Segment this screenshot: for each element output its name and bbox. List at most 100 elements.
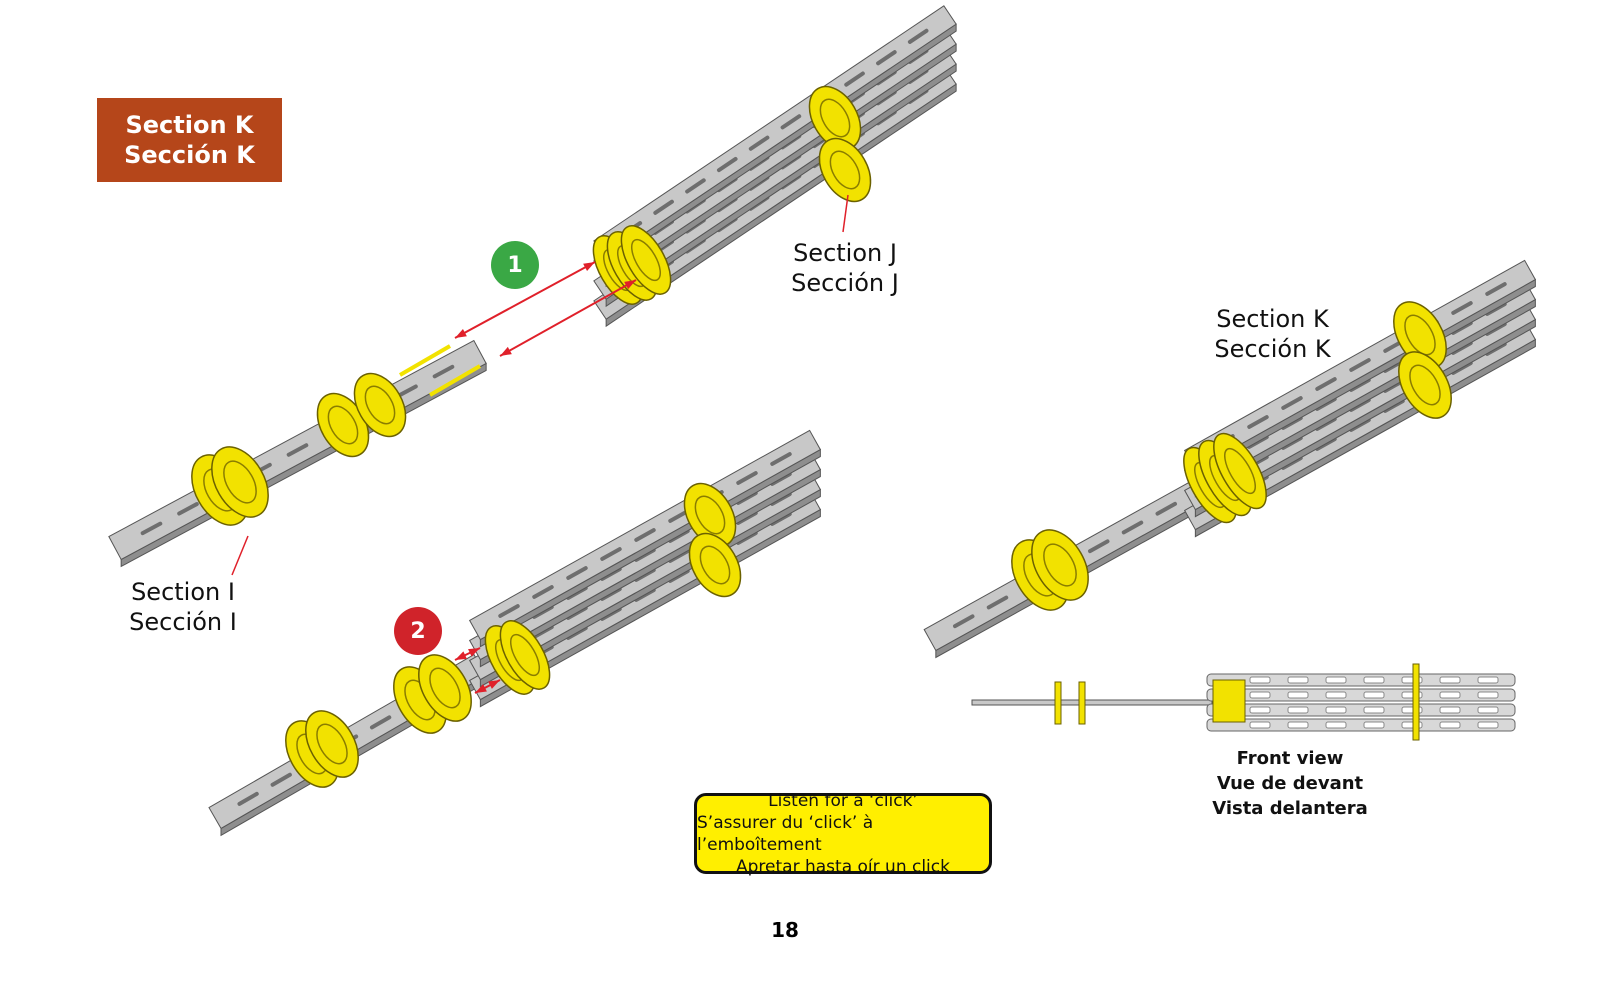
step-2-badge: 2 [394, 607, 442, 655]
front-view-slot [1249, 706, 1271, 714]
front-view-slot [1325, 706, 1347, 714]
front-view-caption: Front view Vue de devant Vista delantera [1190, 746, 1390, 821]
front-view-slot [1477, 721, 1499, 729]
bar-slot [986, 595, 1009, 610]
bar-slot [780, 114, 802, 130]
front-view-slot [1439, 706, 1461, 714]
ring-inner [699, 545, 731, 585]
bar-slot [1247, 415, 1269, 429]
arrowhead [455, 651, 467, 660]
yellow-ring [499, 620, 551, 690]
label-line: Section I [131, 578, 235, 606]
bar-slot [1281, 396, 1303, 410]
front-view-slot [1287, 706, 1309, 714]
front-view-slot [1249, 691, 1271, 699]
caption-line: Front view [1236, 748, 1344, 769]
leader-line [842, 194, 849, 233]
front-view-bar [1206, 673, 1516, 687]
bar-slot [634, 528, 656, 542]
front-view-rod [971, 699, 1213, 706]
yellow-ring [620, 225, 672, 295]
front-view-slot [1287, 691, 1309, 699]
note-line-1: Listen for a ‘click’ [768, 790, 918, 811]
bar-slot [736, 471, 758, 485]
ring-inner [1224, 447, 1256, 495]
yellow-highlight [428, 364, 482, 397]
front-view-slot [1363, 706, 1385, 714]
bar-slot [237, 791, 259, 806]
front-view-slot [1363, 691, 1385, 699]
bar-slot [566, 566, 588, 580]
arrowhead [468, 648, 480, 657]
leader-line [231, 535, 249, 576]
bar-slot [1485, 282, 1507, 296]
front-view-bar [1206, 688, 1516, 702]
section-header: Section K Sección K [97, 98, 282, 182]
bar-slot [1349, 358, 1371, 372]
front-view-slot [1287, 676, 1309, 684]
front-view-slot [1477, 706, 1499, 714]
front-view-slot [1439, 691, 1461, 699]
label-line: Sección J [791, 269, 899, 297]
header-line-1: Section K [125, 111, 254, 139]
bar-slot [369, 715, 392, 730]
arrowhead [475, 684, 487, 693]
bar-slot [270, 772, 292, 787]
header-line-2: Sección K [124, 141, 255, 169]
bar-slot [953, 614, 975, 629]
front-view-bar [1206, 703, 1516, 717]
bar-slot [716, 156, 738, 173]
red-arrow [454, 261, 596, 339]
ring-inner [1409, 364, 1441, 406]
bar-slot [653, 199, 674, 215]
label-line: Section K [1216, 305, 1329, 333]
bar-slot [1088, 539, 1110, 554]
note-line-2: S’assurer du ‘click’ à l’emboîtement [697, 812, 874, 855]
label-line: Section J [793, 239, 897, 267]
front-view-slot [1363, 676, 1385, 684]
section-k-label: Section K Sección K [1205, 304, 1340, 364]
bar-slot [140, 521, 163, 536]
bar-slot [396, 384, 418, 398]
caption-line: Vista delantera [1212, 798, 1368, 819]
bar-slot [177, 502, 199, 516]
arrowhead [488, 680, 500, 689]
bar-slot [748, 135, 770, 151]
label-line: Sección K [1214, 335, 1331, 363]
arrowhead [455, 329, 467, 338]
bar-slot [770, 452, 792, 466]
front-view-ring [1054, 681, 1062, 725]
front-view-slot [1477, 691, 1499, 699]
yellow-highlight [398, 344, 452, 377]
arrowhead [583, 262, 595, 271]
bar-slot [1121, 520, 1144, 535]
ring-inner [223, 460, 257, 504]
front-view-slot [1249, 676, 1271, 684]
front-view-bar [1206, 718, 1516, 732]
section-i-label: Section I Sección I [118, 577, 248, 637]
front-view-slot [1363, 721, 1385, 729]
ring-inner [429, 667, 461, 709]
click-note: Listen for a ‘click’ S’assurer du ‘click… [694, 790, 992, 877]
ring-inner [509, 633, 541, 677]
step-2-bar-side [479, 448, 821, 648]
ring-inner [364, 385, 396, 425]
arrowhead [500, 346, 512, 356]
red-arrow [499, 279, 637, 357]
section-j-label: Section J Sección J [780, 238, 910, 298]
ring-inner [316, 723, 348, 765]
bar-slot [844, 71, 865, 87]
bar-slot [1155, 501, 1177, 516]
ring-inner [630, 238, 662, 282]
ring-inner [694, 495, 726, 535]
front-view-slot [1325, 676, 1347, 684]
ring-inner [829, 150, 861, 190]
front-view-slot [1249, 721, 1271, 729]
step-1-badge: 1 [491, 241, 539, 289]
arrowhead [624, 280, 636, 290]
front-view-ring [1078, 681, 1086, 725]
bar-slot [907, 28, 929, 44]
bar-slot [876, 50, 897, 66]
front-view-slot [1325, 721, 1347, 729]
